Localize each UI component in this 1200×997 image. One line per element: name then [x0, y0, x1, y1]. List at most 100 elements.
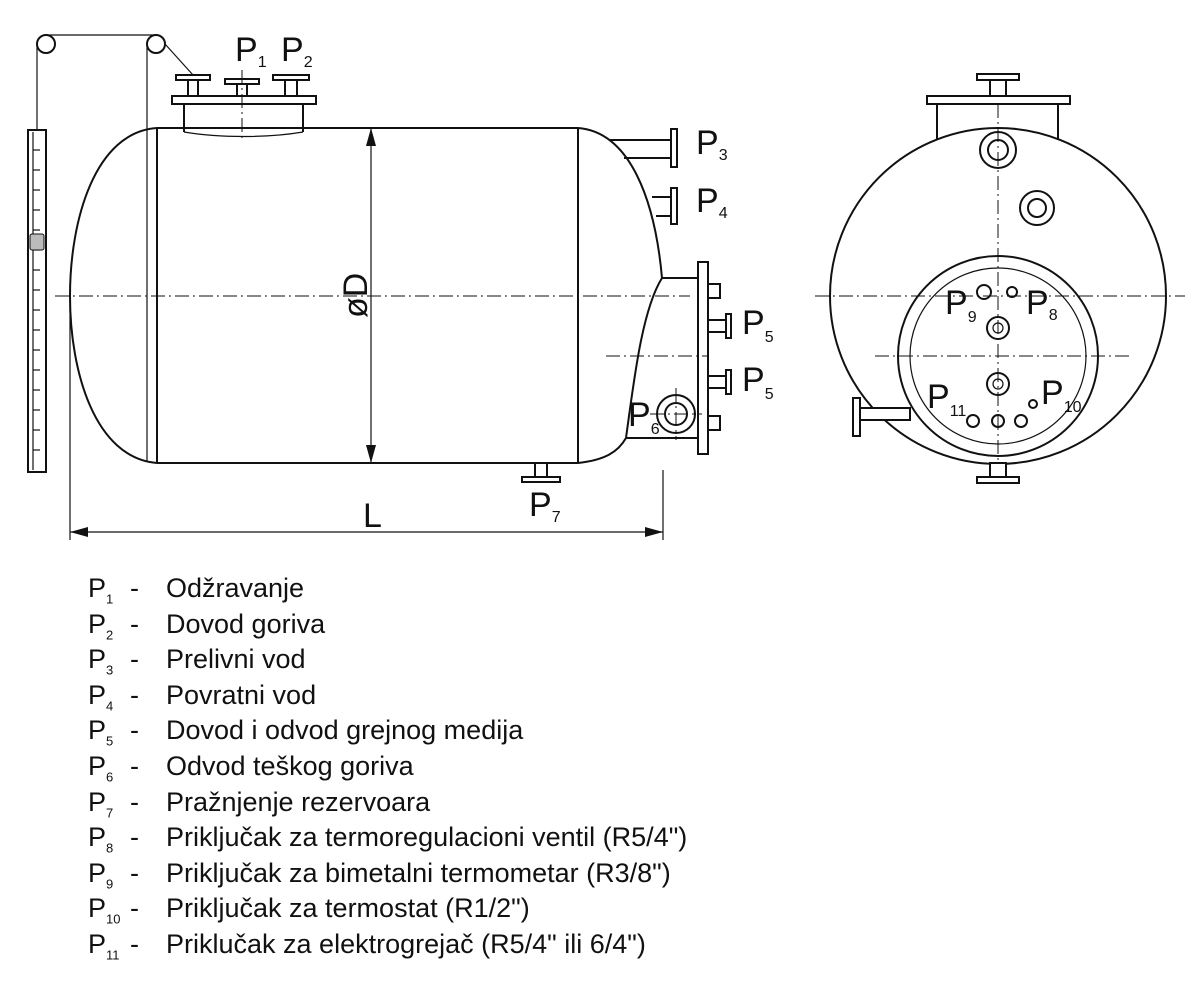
upper-heat-port — [986, 316, 1010, 340]
end-p4-flange — [1019, 190, 1055, 226]
end-bottom-nozzle-flange — [976, 476, 1020, 484]
nozzle-p7 — [534, 462, 548, 478]
legend-row: P9-Priključak za bimetalni termometar (R… — [88, 856, 988, 892]
dome-base — [183, 131, 304, 138]
callout-labels: P1 P2 P3 P4 P5 P5 P6 P7 P8 P9 P10 P11 øD… — [235, 31, 1082, 535]
legend-row: P1-Odžravanje — [88, 571, 988, 607]
legend-dash: - — [130, 822, 139, 853]
cable-right — [164, 43, 194, 76]
legend-code: P6 — [88, 750, 114, 785]
nozzle-p2-flange — [272, 74, 310, 81]
label-diameter: øD — [337, 273, 375, 318]
end-top-nozzle-flange — [976, 73, 1020, 81]
pulley-left — [36, 34, 56, 54]
legend-dash: - — [130, 573, 139, 603]
level-gauge — [27, 129, 47, 473]
legend-code: P5 — [88, 715, 114, 749]
nozzle-p7-flange — [521, 476, 561, 483]
end-view — [815, 73, 1185, 485]
label-p3: P3 — [696, 124, 728, 164]
end-p3-bore — [987, 139, 1009, 161]
legend-text: Prelivni vod — [166, 644, 306, 675]
nozzle-p2 — [284, 79, 298, 97]
nozzle-p3-flange — [670, 128, 678, 168]
p9-port — [976, 284, 992, 300]
heater-housing — [624, 277, 699, 439]
legend-row: P6-Odvod teškog goriva — [88, 749, 988, 785]
end-p4-bore — [1027, 198, 1047, 218]
legend-row: P11-Prikl​učak za elektrogrejač (R5/4" i… — [88, 927, 988, 963]
legend-text: Povratni vod — [166, 679, 317, 710]
dim-length-arrow-right — [645, 527, 663, 537]
label-p5-lower: P5 — [742, 361, 774, 403]
left-head — [68, 127, 158, 464]
end-dome-flange — [926, 95, 1071, 105]
legend-code: P11 — [88, 928, 120, 963]
end-side-nozzle — [859, 407, 911, 421]
nozzle-p5a — [707, 319, 727, 333]
legend-text: Dovod i odvod grejnog medija — [166, 715, 524, 746]
legend-code: P9 — [88, 857, 114, 892]
legend-text: Priključak za termostat (R1/2") — [166, 893, 530, 924]
legend-dash: - — [130, 679, 139, 710]
dome-flange — [171, 95, 317, 105]
dim-length-arrow-left — [70, 527, 88, 537]
legend-dash: - — [130, 750, 139, 781]
legend-code: P10 — [88, 893, 121, 927]
label-p2: P2 — [281, 31, 313, 71]
legend-dash: - — [130, 893, 139, 924]
tank-drawing: P1 P2 P3 P4 P5 P5 P6 P7 P8 P9 P10 P11 øD… — [27, 31, 1185, 540]
legend-dash: - — [130, 608, 139, 639]
right-head-upper — [577, 127, 663, 279]
legend-code: P4 — [88, 679, 114, 714]
legend-code: P7 — [88, 786, 114, 820]
heater-flange — [697, 261, 709, 455]
label-p6: P6 — [628, 396, 660, 438]
legend-code: P3 — [88, 644, 114, 678]
label-p5-upper: P5 — [742, 304, 774, 346]
p10-port — [1028, 399, 1038, 409]
legend-code: P2 — [88, 608, 114, 642]
legend-dash: - — [130, 928, 139, 959]
p11-port-b — [991, 414, 1005, 428]
p11-port-c — [1014, 414, 1028, 428]
legend-dash: - — [130, 857, 139, 888]
nozzle-p5b — [707, 375, 727, 389]
pulley-right — [146, 34, 166, 54]
label-p9: P9 — [945, 284, 977, 326]
nozzle-p5b-flange — [725, 369, 732, 395]
level-indicator — [29, 233, 45, 251]
dim-diameter-arrow-bottom — [366, 445, 376, 463]
legend-row: P7-Pražnjenje rezervoara — [88, 785, 988, 821]
legend-code: P8 — [88, 822, 114, 856]
legend-row: P10-Priključak za termostat (R1/2") — [88, 891, 988, 927]
nozzle-p4-flange — [670, 187, 678, 225]
legend-row: P8-Priključak za termoregulacioni ventil… — [88, 820, 988, 856]
legend-text: Dovod goriva — [166, 608, 326, 639]
legend-text: Odvod teškog goriva — [166, 750, 414, 781]
legend-row: P4-Povratni vod — [88, 678, 988, 714]
label-p1: P1 — [235, 31, 267, 71]
label-p11: P11 — [927, 378, 966, 420]
nozzle-p5a-flange — [725, 313, 732, 339]
side-view — [27, 34, 732, 540]
legend-row: P5-Dovod i odvod grejnog medija — [88, 713, 988, 749]
lower-heat-port — [986, 372, 1010, 396]
legend-text: Priključak za bimetalni termometar (R3/8… — [166, 857, 671, 888]
end-bottom-nozzle — [989, 462, 1007, 478]
legend-dash: - — [130, 715, 139, 746]
end-top-nozzle — [989, 79, 1007, 97]
label-p8: P8 — [1026, 284, 1058, 324]
heater-stub-1 — [707, 283, 721, 299]
legend-text: Odžravanje — [166, 573, 305, 603]
lower-heat-port-bore — [992, 378, 1004, 390]
legend-text: Pražnjenje rezervoara — [166, 786, 431, 817]
legend-text: Prikl​učak za elektrogrejač (R5/4" ili 6… — [166, 928, 646, 959]
legend-dash: - — [130, 644, 139, 675]
right-head-lower — [577, 437, 627, 464]
p8-port — [1006, 286, 1018, 298]
p11-port-a — [966, 414, 980, 428]
label-p4: P4 — [696, 182, 728, 222]
label-length: L — [363, 497, 382, 535]
heater-stub-2 — [707, 415, 721, 431]
